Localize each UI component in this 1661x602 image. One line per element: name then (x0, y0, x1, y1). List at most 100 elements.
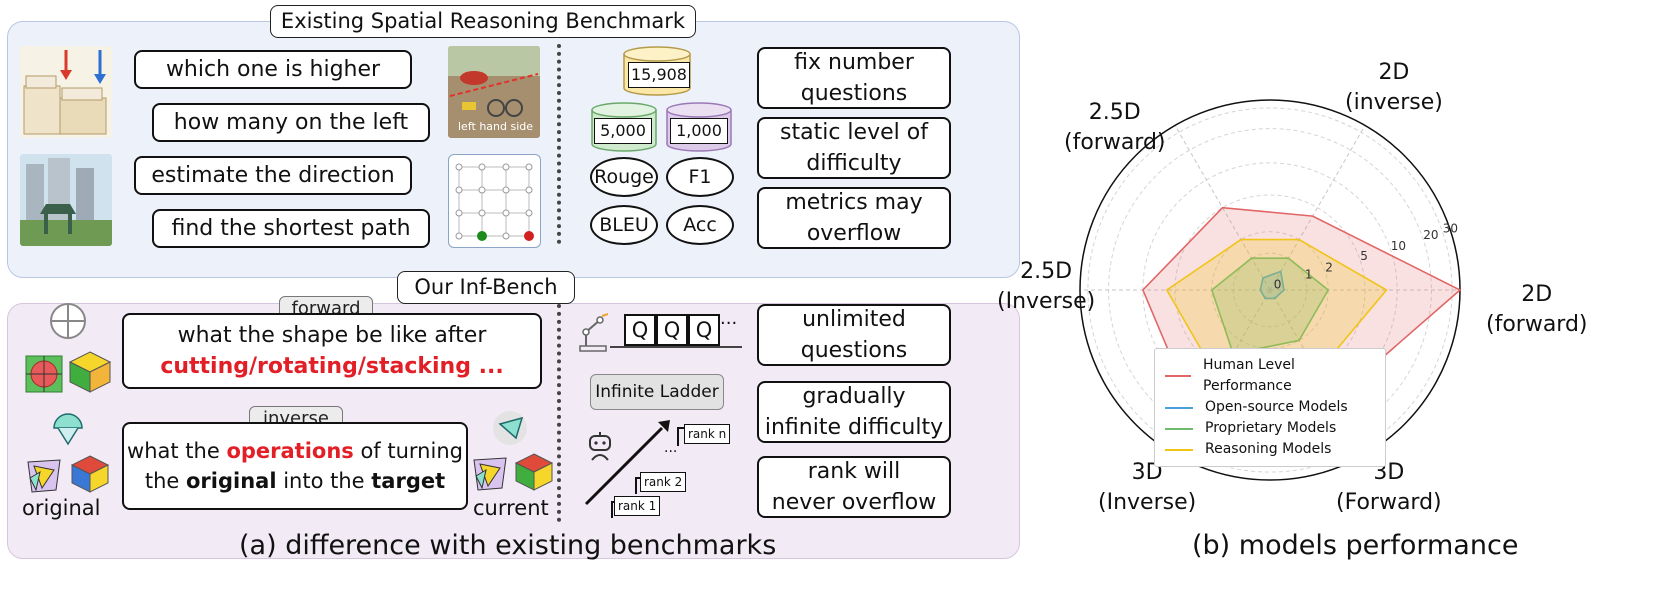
axis-label-2d-inverse-l2: (inverse) (1345, 90, 1443, 115)
rank-n-badge: rank n (684, 424, 731, 444)
limitation-metrics-overflow: metrics may overflow (757, 187, 951, 249)
axis-label-25d-forward: 2.5D (forward) (1064, 98, 1166, 158)
street-scene-image: left hand side (448, 46, 540, 138)
legend-item-0: Human Level Performance (1165, 355, 1375, 397)
advantage-1-l2: questions (800, 338, 908, 363)
grid-map-image (448, 154, 541, 248)
question-estimate-direction: estimate the direction (134, 156, 412, 195)
forward-question-box: what the shape be like after cutting/rot… (122, 313, 542, 389)
radar-series-2 (1210, 257, 1330, 355)
legend-item-2: Proprietary Models (1165, 418, 1375, 439)
axis-label-2d-inverse: 2D (inverse) (1345, 58, 1443, 118)
inf-bench-title: Our Inf-Bench (397, 271, 575, 304)
legend-swatch-1 (1165, 406, 1193, 409)
robot-arm-icon (579, 313, 609, 352)
axis-label-3d-forward: 3D(Forward) (1336, 458, 1442, 518)
limitation-metrics-overflow-l1: metrics may (785, 190, 923, 215)
inverse-question-box: what the operations of turning the origi… (122, 422, 468, 510)
inverse-q-original: original (185, 469, 277, 493)
axis-label-3d-inverse-l2: (Inverse) (1098, 490, 1197, 515)
legend-item-3: Reasoning Models (1165, 439, 1375, 460)
question-square-2: Q (656, 314, 688, 346)
forward-question-line1: what the shape be like after (177, 323, 487, 348)
legend-swatch-3 (1165, 448, 1193, 451)
original-shape-icon (27, 459, 61, 493)
question-shortest-path: find the shortest path (152, 209, 430, 248)
question-stream-ellipsis: ··· (720, 313, 738, 334)
dataset-size-2: 5,000 (594, 118, 652, 144)
legend-swatch-2 (1165, 427, 1193, 430)
advantage-unlimited-questions: unlimited questions (757, 304, 951, 366)
bottom-divider (557, 304, 561, 522)
dataset-size-3: 1,000 (670, 118, 728, 144)
axis-label-3d-forward-l2: (Forward) (1336, 490, 1442, 515)
radar-tick-label-0: 0 (1274, 278, 1282, 292)
axis-label-25d-inverse: 2.5D (Inverse) (997, 257, 1095, 317)
limitation-fixed-questions-l1: fix number (794, 50, 914, 75)
advantage-2-l1: gradually (802, 384, 906, 409)
buildings-image (20, 154, 112, 246)
metric-acc: Acc (666, 205, 734, 245)
advantage-infinite-difficulty: gradually infinite difficulty (757, 381, 951, 443)
legend-item-1: Open-source Models (1165, 397, 1375, 418)
target-shape-icon (493, 411, 527, 445)
existing-benchmark-title: Existing Spatial Reasoning Benchmark (270, 5, 696, 38)
rank-n-label: rank n (688, 427, 727, 441)
metric-rouge: Rouge (590, 157, 658, 197)
legend-label-1: Open-source Models (1205, 399, 1348, 415)
inverse-q-c: of turning (353, 439, 463, 463)
axis-label-2d-forward: 2D (forward) (1486, 280, 1588, 340)
axis-label-3d-inverse: 3D(Inverse) (1098, 458, 1196, 518)
rank-1-badge: rank 1 (614, 496, 661, 516)
limitation-static-difficulty: static level of difficulty (757, 117, 951, 179)
question-square-3: Q (688, 314, 720, 346)
legend-label-3: Reasoning Models (1205, 441, 1332, 457)
axis-label-2d-forward-l1: 2D (1521, 282, 1553, 307)
label-current: current (473, 496, 549, 520)
axis-label-2d-inverse-l1: 2D (1378, 60, 1410, 85)
legend-label-0: Human Level Performance (1203, 357, 1295, 394)
fan-shape-icon (53, 413, 83, 446)
conveyor-line (610, 346, 742, 348)
metric-f1: F1 (666, 157, 734, 197)
axis-label-25d-inverse-l2: (Inverse) (997, 289, 1096, 314)
axis-label-25d-forward-l2: (forward) (1064, 130, 1166, 155)
rank-1-label: rank 1 (618, 499, 657, 513)
current-cube-icon (514, 453, 554, 491)
axis-label-25d-forward-l1: 2.5D (1088, 100, 1141, 125)
crosshair-circle-icon (50, 303, 86, 339)
question-how-many-left: how many on the left (152, 103, 430, 142)
radar-tick-label-5: 20 (1423, 228, 1438, 242)
forward-question-ops: cutting/rotating/stacking ... (160, 354, 504, 379)
inverse-q-f: into the (276, 469, 372, 493)
axis-label-2d-forward-l2: (forward) (1486, 312, 1588, 337)
advantage-rank-never-overflow: rank will never overflow (757, 456, 951, 518)
top-divider (557, 44, 561, 244)
inverse-q-a: what the (127, 439, 227, 463)
inverse-q-operations: operations (226, 439, 354, 463)
legend-label-2: Proprietary Models (1205, 420, 1337, 436)
rubik-cube-icon (68, 351, 112, 393)
axis-label-25d-inverse-l1: 2.5D (1020, 259, 1073, 284)
image-caption: left hand side (458, 120, 534, 133)
advantage-1-l1: unlimited (802, 307, 906, 332)
caption-right: (b) models performance (1192, 530, 1519, 561)
radar-tick-label-3: 5 (1360, 249, 1368, 263)
infinite-ladder-label: Infinite Ladder (590, 374, 724, 410)
face-icon (589, 432, 611, 461)
radar-spoke-5 (1269, 125, 1366, 291)
rank-2-label: rank 2 (644, 475, 683, 489)
rank-dots: ... (664, 440, 678, 456)
limitation-fixed-questions-l2: questions (800, 81, 908, 106)
limitation-fixed-questions: fix number questions (757, 47, 951, 109)
radar-series-1 (1259, 270, 1285, 300)
radar-tick-label-1: 1 (1305, 267, 1313, 281)
metric-bleu: BLEU (590, 205, 658, 245)
advantage-2-l2: infinite difficulty (764, 415, 944, 440)
legend-swatch-0 (1165, 375, 1192, 377)
original-cube-icon (70, 455, 110, 493)
current-shape-icon (473, 457, 507, 491)
radar-tick-label-6: 30 (1443, 222, 1458, 236)
advantage-3-l1: rank will (807, 459, 901, 484)
